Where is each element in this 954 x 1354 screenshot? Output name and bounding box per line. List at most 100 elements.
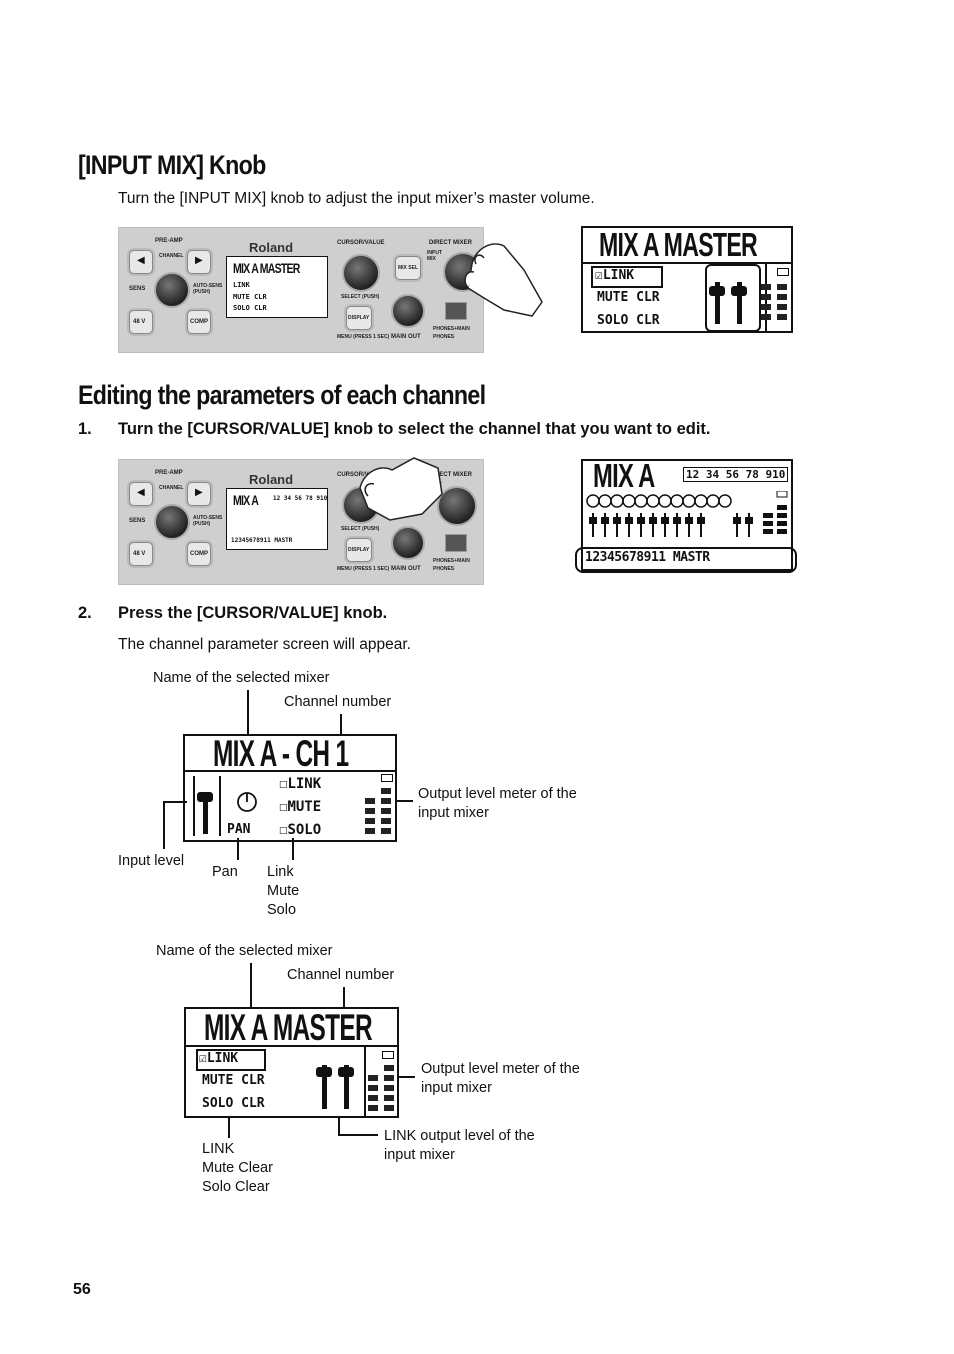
section-heading-editing-parameters: Editing the parameters of each channel <box>78 380 486 410</box>
lcd-title: MIX A MASTER <box>204 1007 373 1048</box>
step-2-text: Press the [CURSOR/VALUE] knob. <box>118 604 388 622</box>
channel-right-button: ▶ <box>187 250 211 274</box>
callout-output-meter-2a: Output level meter of the <box>421 1061 580 1077</box>
display-button: DISPLAY <box>346 306 372 330</box>
link-checkbox-box <box>196 1049 266 1071</box>
leader-line <box>163 801 187 803</box>
sens-knob-icon <box>154 504 190 540</box>
callout-link-output-2: input mixer <box>384 1147 455 1163</box>
lcd-mix-a-master-zoom: MIX A MASTER ☑LINK MUTE CLR SOLO CLR <box>581 226 793 333</box>
panel-lcd-mix-a: MIX A 12 34 56 78 910 12345678911 MASTR <box>226 488 328 550</box>
panel-lcd-master: MIX A MASTER LINK MUTE CLR SOLO CLR <box>226 256 328 318</box>
input-mix-label: INPUT MIX <box>427 250 442 262</box>
roland-logo: Roland <box>249 240 294 255</box>
leader-line <box>338 1134 378 1136</box>
lcd-divider <box>581 262 791 264</box>
48v-button: 48 V <box>129 542 153 566</box>
mix-sel-button: MIX SEL <box>395 256 421 280</box>
input-level-fader-box <box>193 776 221 836</box>
leader-line <box>228 1116 230 1138</box>
meter-divider <box>364 1045 366 1116</box>
link-fader-highlight <box>705 264 761 332</box>
callout-link: Link <box>267 864 294 880</box>
page-number: 56 <box>73 1281 91 1298</box>
callout-pan: Pan <box>212 864 238 880</box>
main-out-label: MAIN OUT <box>391 334 421 340</box>
callout-output-meter-1: Output level meter of the <box>418 786 577 802</box>
callout-input-level: Input level <box>118 853 185 869</box>
device-panel-illustration: PRE-AMP CHANNEL ◀ ▶ SENS AUTO-SENS (PUSH… <box>118 227 484 353</box>
meter-peak <box>382 1051 394 1059</box>
callout-channel-number-2: Channel number <box>287 967 395 983</box>
comp-button: COMP <box>187 542 211 566</box>
fader-left <box>322 1065 327 1109</box>
link-checkbox: ☐LINK <box>279 776 322 792</box>
leader-line <box>343 987 345 1009</box>
display-button: DISPLAY <box>346 538 372 562</box>
pan-label: PAN <box>227 822 251 837</box>
sens-label: SENS <box>129 286 146 292</box>
leader-line <box>340 714 342 736</box>
fader-right <box>344 1065 349 1109</box>
input-mix-knob-icon <box>437 486 477 526</box>
step-2-body: The channel parameter screen will appear… <box>118 636 411 653</box>
step-2-number: 2. <box>78 604 92 622</box>
output-level-meter <box>761 284 789 328</box>
cursor-value-knob-icon <box>342 254 380 292</box>
fader-knob-right <box>338 1067 354 1077</box>
callout-link-output-1: LINK output level of the <box>384 1128 535 1144</box>
main-out-knob-icon <box>391 294 425 328</box>
channel-left-button: ◀ <box>129 250 153 274</box>
step-1-text: Turn the [CURSOR/VALUE] knob to select t… <box>118 420 711 438</box>
menu-label: MENU (PRESS 1 SEC) <box>337 334 390 340</box>
callout-link-2: LINK <box>202 1141 235 1157</box>
callout-output-meter-2b: input mixer <box>421 1080 492 1096</box>
link-checkbox: ☑LINK <box>199 1051 239 1066</box>
lcd-channel-parameter: MIX A - CH 1 PAN ☐LINK ☐MUTE ☐SOLO <box>183 733 397 842</box>
fader-knob-left <box>709 286 725 296</box>
pan-knob-icon <box>237 792 257 812</box>
output-level-meter <box>365 788 393 836</box>
channel-number-row: 12345678911 MASTR <box>585 550 710 565</box>
input-fader <box>203 792 208 834</box>
link-checkbox: ☑LINK <box>595 268 635 283</box>
channel-pan-fader-strip <box>586 491 788 537</box>
fader-right <box>737 282 742 324</box>
leader-line <box>338 1116 340 1136</box>
leader-line <box>247 690 249 736</box>
cursor-value-label: CURSOR/VALUE <box>337 240 385 246</box>
hand-icon <box>464 243 543 317</box>
lcd-divider <box>184 1045 397 1047</box>
callout-name-of-selected-mixer-2: Name of the selected mixer <box>156 943 333 959</box>
input-fader-knob <box>197 792 213 802</box>
leader-line <box>397 1076 415 1078</box>
section-intro-text: Turn the [INPUT MIX] knob to adjust the … <box>118 190 595 207</box>
mute-clr: MUTE CLR <box>202 1073 265 1088</box>
main-out-knob-icon <box>391 526 425 560</box>
channel-tabs: 12 34 56 78 910 <box>683 467 789 482</box>
meter-peak <box>381 774 393 782</box>
roland-logo: Roland <box>249 472 294 487</box>
channel-label: CHANNEL <box>159 253 184 259</box>
lcd-mix-a-master: MIX A MASTER ☑LINK MUTE CLR SOLO CLR <box>184 1007 399 1118</box>
leader-line <box>250 963 252 1009</box>
link-checkbox-box <box>591 266 663 288</box>
lcd-title: MIX A MASTER <box>599 226 758 263</box>
comp-button: COMP <box>187 310 211 334</box>
callout-name-of-selected-mixer: Name of the selected mixer <box>153 670 330 686</box>
sens-knob-icon <box>154 272 190 308</box>
callout-channel-number: Channel number <box>284 694 392 710</box>
lcd-title: MIX A <box>593 457 655 494</box>
callout-mute-clear: Mute Clear <box>202 1160 273 1176</box>
direct-mixer-label: DIRECT MIXER <box>429 240 473 246</box>
hand-icon <box>359 457 443 521</box>
step-1-number: 1. <box>78 420 92 438</box>
leader-line <box>395 800 413 802</box>
fader-left <box>715 282 720 324</box>
phones-switch-icon <box>445 302 467 320</box>
fader-knob-left <box>316 1067 332 1077</box>
auto-sens-label: AUTO-SENS (PUSH) <box>193 283 223 295</box>
callout-solo: Solo <box>267 902 297 918</box>
phones-main-label: PHONES+MAIN <box>433 326 470 332</box>
solo-clr: SOLO CLR <box>597 313 660 328</box>
